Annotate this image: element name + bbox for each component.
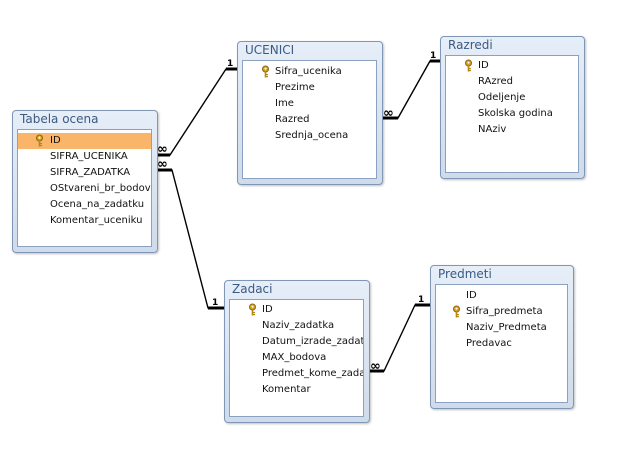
field-label: Srednja_ocena [275, 130, 349, 141]
field-row[interactable]: Datum_izrade_zadatka [230, 334, 363, 350]
field-row[interactable]: RAzred [446, 74, 578, 90]
table-zadaci[interactable]: Zadaci ID Naziv_zadatka Datum_izrade_zad… [224, 280, 370, 423]
field-label: Skolska godina [478, 108, 553, 119]
table-ucenici[interactable]: UCENICI Sifra_ucenika Prezime Ime Razred [237, 41, 383, 185]
field-row[interactable]: Ime [243, 96, 376, 112]
field-label: Sifra_ucenika [275, 66, 342, 77]
one-label: 1 [227, 59, 233, 69]
relationship-line-ucenici[interactable] [156, 68, 237, 156]
field-label: Ime [275, 98, 294, 109]
field-row[interactable]: NAziv [446, 122, 578, 138]
field-row[interactable]: Naziv_Predmeta [436, 320, 567, 336]
field-label: ID [262, 304, 273, 315]
field-label: Predavac [466, 338, 512, 349]
field-row[interactable]: Sifra_ucenika [243, 64, 376, 80]
table-title[interactable]: Razredi [448, 38, 493, 52]
one-label: 1 [430, 51, 436, 61]
field-row[interactable]: Naziv_zadatka [230, 318, 363, 334]
field-row[interactable]: Prezime [243, 80, 376, 96]
field-row[interactable]: Skolska godina [446, 106, 578, 122]
table-title[interactable]: UCENICI [245, 43, 295, 57]
many-label: ∞ [157, 157, 168, 172]
field-row[interactable]: ID [230, 302, 363, 318]
field-label: MAX_bodova [262, 352, 327, 363]
field-label: Naziv_Predmeta [466, 322, 547, 333]
field-row[interactable]: SIFRA_ZADATKA [18, 165, 151, 181]
field-label: ID [466, 290, 477, 301]
primary-key-icon [453, 305, 460, 318]
field-label: Ocena_na_zadatku [50, 199, 145, 210]
field-label: OStvareni_br_bodova [50, 183, 152, 194]
many-label: ∞ [157, 142, 168, 157]
field-row[interactable]: Predmet_kome_zadatak [230, 366, 363, 382]
field-row[interactable]: OStvareni_br_bodova [18, 181, 151, 197]
field-row[interactable]: Sifra_predmeta [436, 304, 567, 320]
field-list: ID Naziv_zadatka Datum_izrade_zadatka MA… [229, 299, 364, 417]
field-list: ID RAzred Odeljenje Skolska godina NAziv [445, 55, 579, 173]
field-label: Sifra_predmeta [466, 306, 543, 317]
table-predmeti[interactable]: Predmeti ID Sifra_predmeta Naziv_Predmet… [430, 265, 574, 409]
primary-key-icon [249, 303, 256, 316]
field-row[interactable]: Razred [243, 112, 376, 128]
field-label: SIFRA_UCENIKA [50, 151, 128, 162]
field-list: ID Sifra_predmeta Naziv_Predmeta Predava… [435, 284, 568, 403]
primary-key-icon [36, 134, 43, 147]
field-row[interactable]: MAX_bodova [230, 350, 363, 366]
one-label: 1 [418, 295, 424, 305]
field-row[interactable]: ID [436, 288, 567, 304]
field-row[interactable]: Predavac [436, 336, 567, 352]
field-label: Odeljenje [478, 92, 526, 103]
field-label: ID [50, 135, 61, 146]
field-label: Predmet_kome_zadatak [262, 368, 363, 379]
field-row[interactable]: Komentar [230, 382, 363, 398]
field-row[interactable]: ID [446, 58, 578, 74]
field-label: SIFRA_ZADATKA [50, 167, 131, 178]
field-row[interactable]: ID [18, 133, 151, 149]
field-row[interactable]: Srednja_ocena [243, 128, 376, 144]
field-label: RAzred [478, 76, 514, 87]
field-row[interactable]: Odeljenje [446, 90, 578, 106]
field-label: Komentar [262, 384, 311, 395]
field-row[interactable]: Komentar_uceniku [18, 213, 151, 229]
many-label: ∞ [383, 106, 394, 121]
field-label: Naziv_zadatka [262, 320, 335, 331]
field-label: ID [478, 60, 489, 71]
primary-key-icon [465, 59, 472, 72]
field-label: NAziv [478, 124, 507, 135]
field-row[interactable]: SIFRA_UCENIKA [18, 149, 151, 165]
table-title[interactable]: Predmeti [438, 267, 492, 281]
table-tabela-ocena[interactable]: Tabela ocena ID SIFRA_UCENIKA SIFRA_ZADA… [12, 110, 158, 253]
field-list: Sifra_ucenika Prezime Ime Razred Srednja… [242, 60, 377, 179]
field-label: Razred [275, 114, 310, 125]
field-label: Komentar_uceniku [50, 215, 143, 226]
relationship-line-zadaci[interactable] [156, 169, 224, 309]
field-label: Prezime [275, 82, 315, 93]
table-title[interactable]: Tabela ocena [20, 112, 99, 126]
one-label: 1 [212, 298, 218, 308]
table-razredi[interactable]: Razredi ID RAzred Odeljenje Skolska godi… [440, 36, 585, 179]
field-label: Datum_izrade_zadatka [262, 336, 364, 347]
field-list: ID SIFRA_UCENIKA SIFRA_ZADATKA OStvareni… [17, 129, 152, 247]
primary-key-icon [262, 65, 269, 78]
field-row[interactable]: Ocena_na_zadatku [18, 197, 151, 213]
table-title[interactable]: Zadaci [232, 282, 273, 296]
many-label: ∞ [370, 359, 381, 374]
